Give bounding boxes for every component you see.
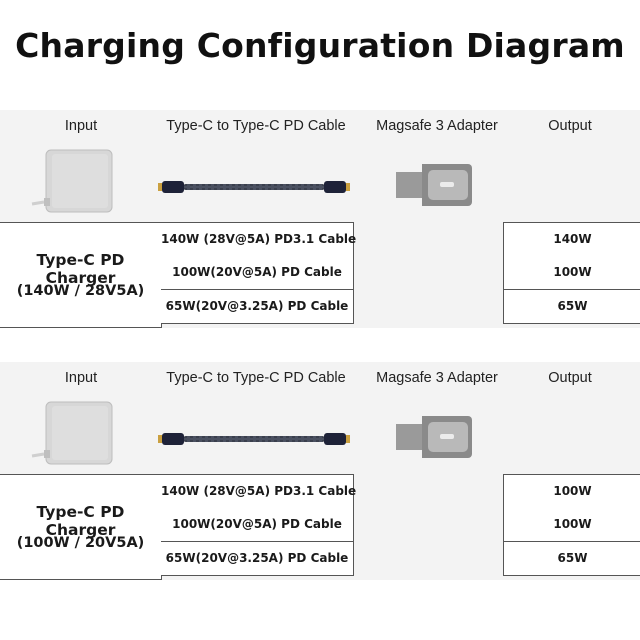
- header-cable: Type-C to Type-C PD Cable: [166, 370, 346, 386]
- output-cell: 65W: [503, 290, 640, 324]
- output-cell: 100W: [503, 508, 640, 542]
- usb-c-cable-icon: [158, 433, 350, 445]
- charger-spec: (140W / 28V5A): [16, 283, 145, 299]
- config-section-1: Input Type-C to Type-C PD Cable Magsafe …: [0, 110, 640, 328]
- usb-c-charger-icon: [31, 149, 113, 213]
- header-output: Output: [548, 370, 592, 386]
- output-cell: 65W: [503, 542, 640, 576]
- cable-cell: 65W(20V@3.25A) PD Cable: [161, 542, 354, 576]
- charger-spec: (100W / 20V5A): [16, 535, 145, 551]
- magsafe-adapter-icon: [396, 164, 472, 206]
- usb-c-cable-icon: [158, 181, 350, 193]
- charger-cell: Type-C PD Charger (140W / 28V5A): [0, 222, 162, 328]
- header-input: Input: [64, 118, 98, 134]
- header-input: Input: [64, 370, 98, 386]
- config-table-1: Type-C PD Charger (140W / 28V5A) 140W (2…: [0, 222, 640, 328]
- header-cable: Type-C to Type-C PD Cable: [166, 118, 346, 134]
- charger-cell: Type-C PD Charger (100W / 20V5A): [0, 474, 162, 580]
- charger-name: Type-C PD Charger: [36, 251, 125, 287]
- charger-name: Type-C PD Charger: [36, 503, 125, 539]
- config-section-2: Input Type-C to Type-C PD Cable Magsafe …: [0, 362, 640, 580]
- page-title: Charging Configuration Diagram: [15, 26, 625, 65]
- magsafe-adapter-icon: [396, 416, 472, 458]
- output-cell: 100W: [503, 474, 640, 509]
- header-output: Output: [548, 118, 592, 134]
- usb-c-charger-icon: [31, 401, 113, 465]
- cable-cell: 65W(20V@3.25A) PD Cable: [161, 290, 354, 324]
- cable-cell: 140W (28V@5A) PD3.1 Cable: [161, 222, 356, 257]
- config-table-2: Type-C PD Charger (100W / 20V5A) 140W (2…: [0, 474, 640, 580]
- header-adapter: Magsafe 3 Adapter: [376, 118, 498, 134]
- cable-cell: 100W(20V@5A) PD Cable: [161, 256, 354, 290]
- output-cell: 140W: [503, 222, 640, 257]
- output-cell: 100W: [503, 256, 640, 290]
- header-adapter: Magsafe 3 Adapter: [376, 370, 498, 386]
- cable-cell: 140W (28V@5A) PD3.1 Cable: [161, 474, 356, 509]
- cable-cell: 100W(20V@5A) PD Cable: [161, 508, 354, 542]
